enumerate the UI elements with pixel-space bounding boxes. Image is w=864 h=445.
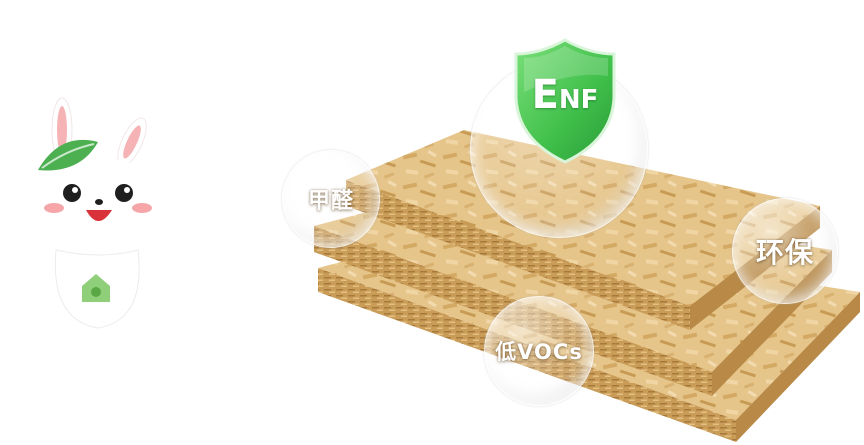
bubble-formaldehyde-label: 甲醛 (307, 189, 354, 214)
shield-label: ENF (512, 72, 618, 118)
bubble-voc: 低VOCs (484, 296, 594, 406)
rabbit-mouth (86, 210, 112, 221)
bubble-voc-label: 低VOCs (495, 340, 583, 364)
shield-label-big: E (531, 72, 559, 118)
bubble-formaldehyde: 甲醛 (282, 150, 380, 248)
shield-label-small: NF (558, 85, 599, 115)
shield-icon (514, 38, 616, 164)
bubble-eco-label: 环保 (755, 236, 814, 269)
rabbit-mascot (30, 97, 170, 329)
rabbit-head (30, 158, 170, 258)
bubble-eco: 环保 (732, 198, 838, 304)
